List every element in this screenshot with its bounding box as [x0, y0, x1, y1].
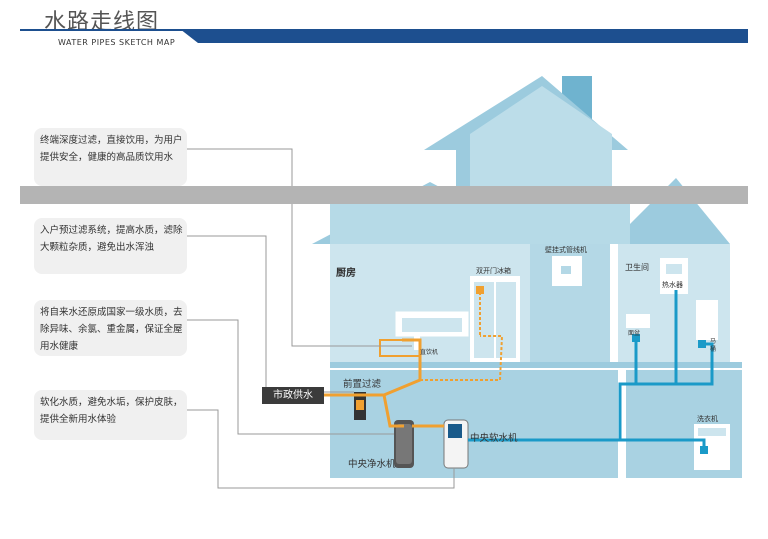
header-bar	[20, 29, 748, 43]
drinking-machine-label: 直饮机	[420, 349, 439, 356]
toilet-label: 马桶	[710, 338, 717, 353]
orange-pipe	[316, 393, 404, 428]
basin-label: 面盆	[628, 330, 641, 337]
municipal-supply-label: 市政供水	[262, 387, 324, 404]
pre-filter-label: 前置过滤	[343, 379, 382, 390]
room-bathroom-label: 卫生间	[625, 263, 649, 272]
central-purifier-label: 中央净水机	[348, 459, 396, 470]
leader-line-2	[187, 235, 354, 393]
page-subtitle: WATER PIPES SKETCH MAP	[58, 38, 176, 47]
note-pre-filter: 入户预过滤系统，提高水质，滤除大颗粒杂质，避免出水浑浊	[34, 218, 187, 274]
note-softener: 软化水质，避免水垢，保护皮肤，提供全新用水体验	[34, 390, 187, 440]
leader-line-4	[187, 409, 455, 489]
note-drinking: 终端深度过滤，直接饮用，为用户提供安全，健康的高品质饮用水	[34, 128, 187, 186]
washer-label: 洗衣机	[697, 415, 718, 423]
fridge-label: 双开门冰箱	[476, 267, 511, 275]
note-purifier: 将自来水还原成国家一级水质，去除异味、余氯、重金属，保证全屋用水健康	[34, 300, 187, 356]
wall-purifier-label: 壁挂式管线机	[545, 246, 587, 254]
leader-line-3	[187, 319, 394, 435]
leader-line-1	[187, 148, 412, 347]
right-roof	[610, 178, 730, 244]
central-softener-label: 中央软水机	[470, 433, 518, 444]
divider-band	[20, 186, 748, 204]
room-kitchen-label: 厨房	[336, 268, 356, 279]
water-heater-label: 热水器	[662, 281, 683, 289]
floor-slab	[330, 362, 742, 368]
